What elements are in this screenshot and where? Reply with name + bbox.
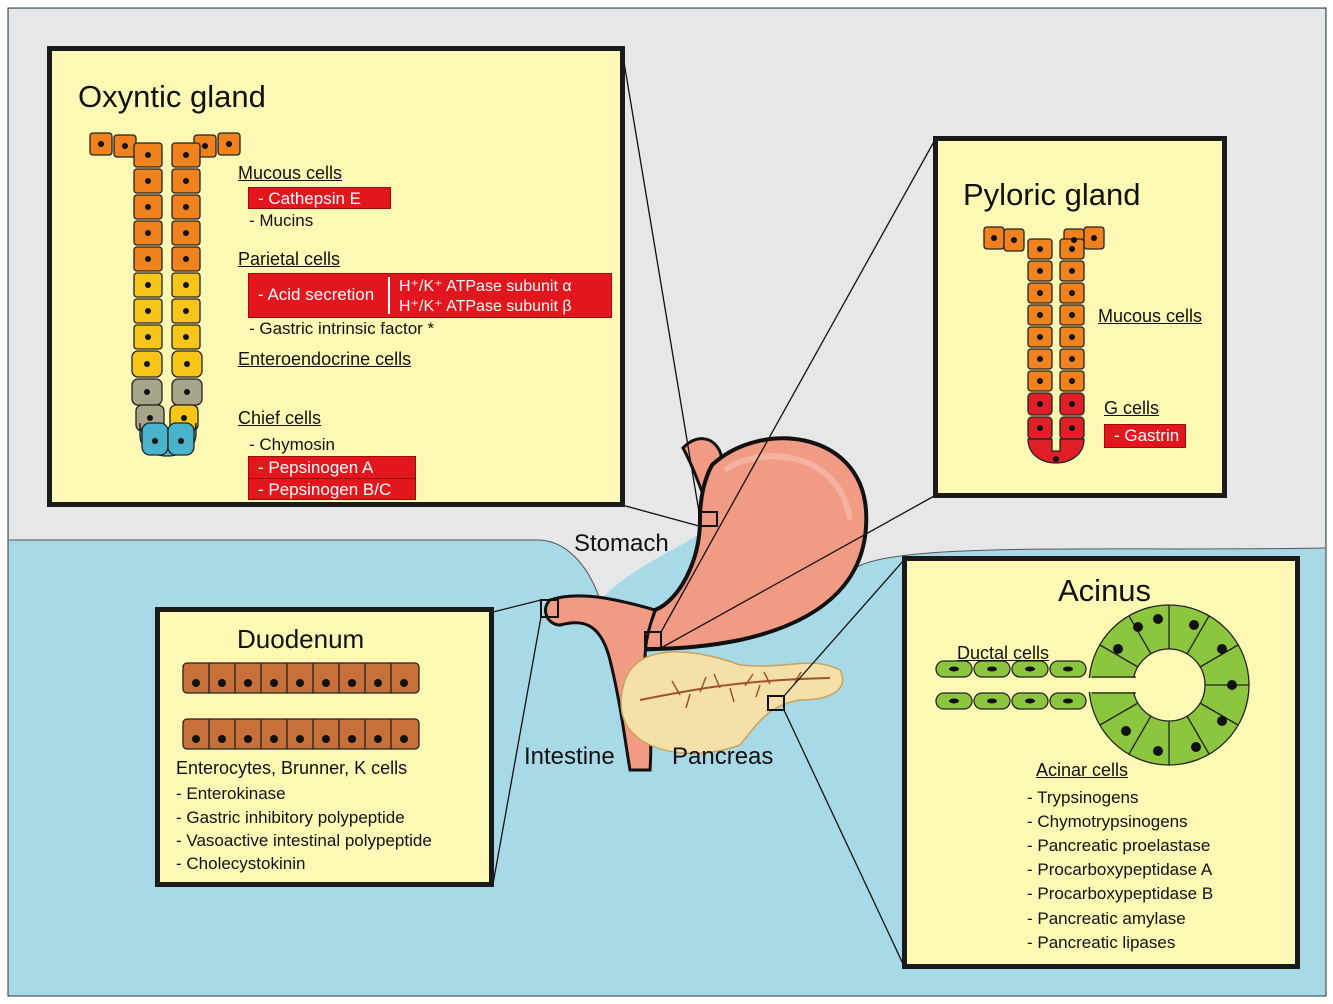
pepsinogen-bc-label: - Pepsinogen B/C [258,480,391,500]
cathepsin-e-highlight: - Cathepsin E [248,187,391,209]
duodenum-item: - Cholecystokinin [176,854,305,874]
stomach-label: Stomach [574,530,669,558]
panel-title: Pyloric gland [963,177,1140,213]
duodenum-item: - Gastric inhibitory polypeptide [176,808,405,828]
atpase-beta-label: H⁺/K⁺ ATPase subunit β [399,296,572,316]
oxyntic-gland-panel: Oxyntic gland [47,46,625,507]
pyloric-gland-illustration [980,219,1110,479]
divider [249,478,415,479]
intestine-label: Intestine [524,743,615,771]
duodenum-item: - Enterokinase [176,784,286,804]
g-cells-heading: G cells [1104,398,1159,419]
panel-title: Duodenum [237,624,364,655]
mucous-cells-heading: Mucous cells [1098,306,1202,327]
pancreas-label: Pancreas [672,743,773,771]
acinar-cells-heading: Acinar cells [1036,760,1128,781]
acinar-item: - Procarboxypeptidase B [1027,884,1213,904]
acinar-item: - Pancreatic proelastase [1027,836,1210,856]
ductal-cells-heading: Ductal cells [957,643,1049,664]
enteroendocrine-cells-heading: Enteroendocrine cells [238,349,411,370]
duodenum-item: - Vasoactive intestinal polypeptide [176,831,432,851]
divider [388,277,390,314]
acid-secretion-label: - Acid secretion [258,285,374,305]
chief-cells-heading: Chief cells [238,408,321,429]
atpase-alpha-label: H⁺/K⁺ ATPase subunit α [399,276,572,296]
pepsinogen-highlight: - Pepsinogen A - Pepsinogen B/C [248,456,416,500]
acinar-item: - Procarboxypeptidase A [1027,860,1212,880]
mucous-cells-heading: Mucous cells [238,163,342,184]
acinus-panel: Acinus [902,556,1300,969]
chymosin-item: - Chymosin [249,435,335,455]
pepsinogen-a-label: - Pepsinogen A [258,458,373,478]
oxyntic-gland-illustration [84,123,264,463]
cells-heading: Enterocytes, Brunner, K cells [176,758,407,779]
pyloric-gland-panel: Pyloric gland [933,136,1227,498]
acinar-item: - Chymotrypsinogens [1027,812,1188,832]
acinus-illustration [932,599,1252,779]
acinar-item: - Pancreatic amylase [1027,909,1186,929]
acid-secretion-highlight: - Acid secretion H⁺/K⁺ ATPase subunit α … [248,273,612,318]
mucins-item: - Mucins [249,211,313,231]
gastrin-highlight: - Gastrin [1104,424,1186,448]
parietal-cells-heading: Parietal cells [238,249,340,270]
duodenum-panel: Duodenum Enterocytes, Brunner, K cells -… [155,607,494,887]
acinar-item: - Pancreatic lipases [1027,933,1175,953]
acinar-item: - Trypsinogens [1027,788,1139,808]
enterocytes-illustration [181,661,421,751]
intrinsic-factor-item: - Gastric intrinsic factor * [249,319,434,339]
panel-title: Oxyntic gland [78,79,266,115]
